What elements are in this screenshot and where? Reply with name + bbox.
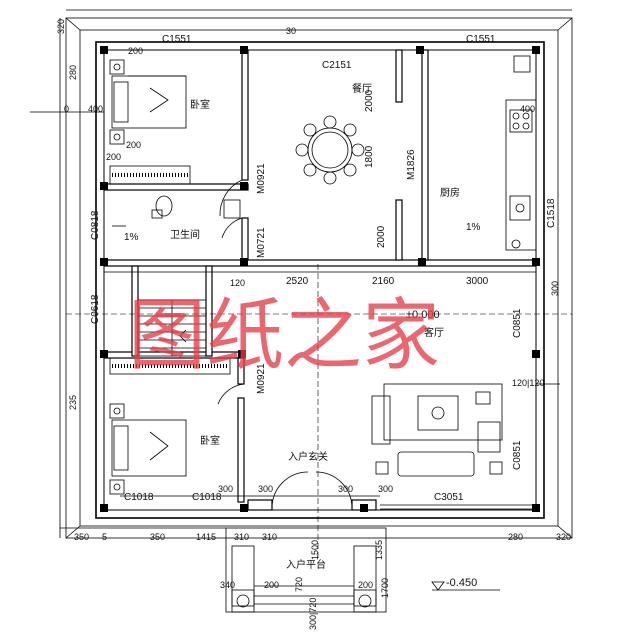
- wardrobe-top: [109, 165, 191, 185]
- dim-300-right: 300: [550, 281, 560, 296]
- level-platform: -0.450: [446, 577, 477, 589]
- dim-200-b: 200: [126, 140, 141, 150]
- dim-2000-b: 2000: [376, 225, 387, 248]
- dim-5: 5: [102, 532, 107, 542]
- window-label-c1018-left: C1018: [124, 492, 154, 503]
- window-label-c0851-bottom: C0851: [512, 440, 523, 470]
- dim-120: 120: [230, 278, 245, 288]
- window-label-c0818: C0818: [90, 210, 101, 240]
- room-label-bathroom: 卫生间: [170, 228, 200, 241]
- slope-bath: 1%: [124, 232, 139, 243]
- dim-350-a: 350: [74, 532, 89, 542]
- dim-3000: 3000: [466, 276, 489, 287]
- dim-1800: 1800: [364, 145, 375, 168]
- door-label-m0921-bottom: M0921: [256, 363, 267, 394]
- dim-300-720: 300|720: [308, 598, 318, 630]
- dim-280-bottom: 280: [508, 532, 523, 542]
- dim-300-a: 300: [218, 484, 233, 494]
- dim-235: 235: [68, 395, 78, 410]
- door-label-m0721: M0721: [256, 227, 267, 258]
- kitchen-fixtures: [509, 55, 533, 249]
- dim-200-a: 200: [128, 46, 143, 56]
- dim-200-c: 200: [106, 152, 121, 162]
- window-label-c2151: C2151: [322, 60, 352, 71]
- dim-1700: 1700: [380, 578, 390, 598]
- window-label-c0851-top: C0851: [512, 308, 523, 338]
- room-label-kitchen: 厨房: [440, 186, 460, 199]
- room-label-bedroom-bottom: 卧室: [200, 434, 220, 447]
- dim-720: 720: [294, 577, 304, 592]
- dim-1415: 1415: [196, 532, 216, 542]
- level-floor: ±0.000: [406, 309, 440, 321]
- level-marker-platform: [431, 581, 500, 591]
- watermark: 图纸之家: [128, 291, 440, 381]
- dim-300-c: 300: [338, 484, 353, 494]
- dim-0-left: 0: [64, 104, 69, 114]
- room-label-bedroom-top: 卧室: [190, 98, 210, 111]
- window-label-c1518: C1518: [546, 198, 557, 228]
- slope-kitchen: 1%: [466, 222, 481, 233]
- exterior-walls: [95, 41, 545, 519]
- wardrobe-bottom: [109, 357, 231, 375]
- window-label-c3051: C3051: [434, 492, 464, 503]
- dim-320-bottom: 320: [556, 532, 571, 542]
- dim-300-d: 300: [378, 484, 393, 494]
- bathroom-fixtures: [112, 195, 241, 227]
- living-furniture: [371, 383, 503, 477]
- dim-280-top-left: 280: [68, 65, 78, 80]
- bed-top: [109, 59, 187, 145]
- dim-340: 340: [220, 580, 235, 590]
- dim-1335: 1335: [374, 540, 384, 560]
- staircase: [137, 299, 207, 357]
- entry-platform: [225, 527, 387, 613]
- room-label-entry-platform: 入户平台: [286, 558, 326, 571]
- door-swings: [217, 179, 353, 509]
- dim-2000-a: 2000: [364, 89, 375, 112]
- structural-columns: [100, 46, 540, 512]
- window-label-c1551-right: C1551: [466, 34, 496, 45]
- dimension-lines: [30, 9, 572, 560]
- dim-350-b: 350: [150, 532, 165, 542]
- dim-120-120: 120|120: [512, 378, 544, 388]
- dim-2160: 2160: [372, 276, 395, 287]
- window-label-c1018-right: C1018: [192, 492, 222, 503]
- room-label-dining: 餐厅: [352, 82, 372, 95]
- room-label-living: 客厅: [424, 326, 444, 339]
- bed-bottom: [109, 403, 187, 495]
- dim-310-b: 310: [262, 532, 277, 542]
- dim-310-a: 310: [234, 532, 249, 542]
- door-label-m0921-top: M0921: [256, 163, 267, 194]
- dim-200-d: 200: [264, 580, 279, 590]
- dim-200-e: 200: [358, 580, 373, 590]
- window-label-c0618: C0618: [90, 294, 101, 324]
- door-label-m1826: M1826: [406, 149, 417, 180]
- dim-400-left: 400: [88, 104, 103, 114]
- dim-1500: 1500: [310, 540, 320, 560]
- dim-400-right: 400: [520, 104, 535, 114]
- room-label-entry-hall: 入户玄关: [288, 450, 328, 463]
- dim-30: 30: [286, 26, 296, 36]
- dim-320: 320: [56, 19, 66, 34]
- dining-table: [295, 115, 365, 185]
- eave-outline: [65, 17, 573, 539]
- dim-2520: 2520: [286, 276, 309, 287]
- window-label-c1551-left: C1551: [162, 34, 192, 45]
- dim-300-b: 300: [258, 484, 273, 494]
